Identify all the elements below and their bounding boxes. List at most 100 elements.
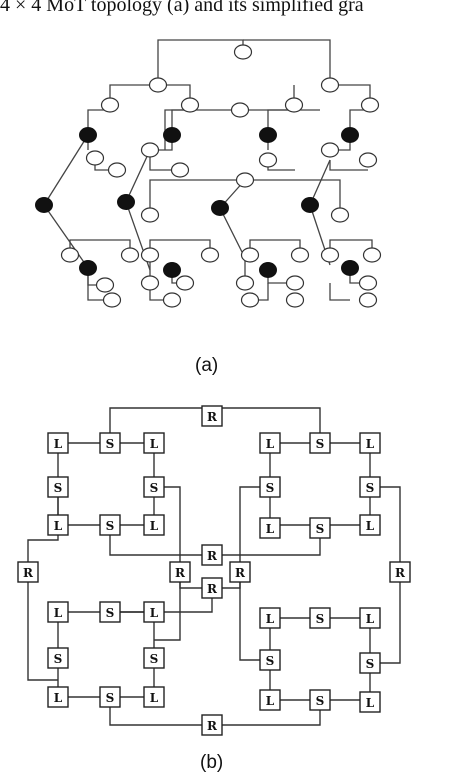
leaf-node-letter: L (150, 519, 159, 533)
switch-node (120, 247, 140, 263)
switch-node (180, 97, 200, 113)
leaf-node-box: L (47, 514, 69, 536)
switch-node (102, 292, 122, 308)
switch-node (140, 275, 160, 291)
leaf-node-letter: L (150, 606, 159, 620)
figure-a-label: (a) (195, 355, 219, 376)
leaf-node-letter: L (266, 437, 275, 451)
leaf-node-letter: L (54, 519, 63, 533)
root-node-box: R (201, 405, 223, 427)
switch-node (320, 77, 340, 93)
switch-node (162, 292, 182, 308)
switch-node-letter: S (106, 519, 115, 533)
leaf-node-letter: L (54, 606, 63, 620)
switch-node (175, 275, 195, 291)
switch-node (240, 247, 260, 263)
switch-node-box: S (359, 652, 381, 674)
leaf-node-box: L (359, 432, 381, 454)
switch-node-box: S (143, 647, 165, 669)
switch-node (60, 247, 80, 263)
leaf-node-letter: L (366, 519, 375, 533)
figure-caption: 4 × 4 MoT topology (a) and its simplifie… (0, 0, 364, 16)
switch-node (148, 77, 168, 93)
leaf-node-box: L (259, 432, 281, 454)
switch-node (290, 247, 310, 263)
switch-node (100, 97, 120, 113)
switch-node-box: S (143, 476, 165, 498)
mot-topology-graph (35, 39, 382, 308)
leaf-node-letter: L (150, 691, 159, 705)
processor-node (259, 127, 277, 143)
root-node-letter: R (235, 566, 246, 580)
switch-node-letter: S (150, 481, 159, 495)
processor-node (35, 197, 53, 213)
switch-node (320, 247, 340, 263)
switch-node-box: S (309, 689, 331, 711)
graph-edges (43, 39, 373, 301)
switch-node-letter: S (316, 694, 325, 708)
leaf-node-box: L (259, 689, 281, 711)
root-node-box: R (17, 561, 39, 583)
leaf-node-letter: L (54, 691, 63, 705)
root-node-box: R (201, 577, 223, 599)
switch-node-box: S (47, 647, 69, 669)
switch-node-letter: S (316, 522, 325, 536)
graph-nodes (35, 44, 382, 308)
switch-node (285, 292, 305, 308)
leaf-node-box: L (359, 514, 381, 536)
switch-node-box: S (309, 607, 331, 629)
switch-node (170, 162, 190, 178)
switch-node (95, 277, 115, 293)
leaf-node-letter: L (366, 437, 375, 451)
root-node-letter: R (207, 410, 218, 424)
switch-node-letter: S (366, 657, 375, 671)
switch-node-box: S (99, 686, 121, 708)
switch-node-letter: S (106, 606, 115, 620)
switch-node-box: S (99, 514, 121, 536)
root-node-box: R (169, 561, 191, 583)
leaf-node-box: L (143, 686, 165, 708)
processor-node (211, 200, 229, 216)
switch-node (107, 162, 127, 178)
switch-node (362, 247, 382, 263)
processor-node (341, 127, 359, 143)
switch-node-box: S (259, 649, 281, 671)
root-node-letter: R (395, 566, 406, 580)
switch-node (235, 275, 255, 291)
leaf-node-letter: L (366, 612, 375, 626)
leaf-node-box: L (47, 686, 69, 708)
switch-node (358, 292, 378, 308)
leaf-node-letter: L (266, 612, 275, 626)
leaf-node-box: L (359, 607, 381, 629)
switch-node-box: S (309, 517, 331, 539)
switch-node-letter: S (266, 654, 275, 668)
switch-node-box: S (309, 432, 331, 454)
root-node-box: R (229, 561, 251, 583)
root-node-letter: R (207, 582, 218, 596)
switch-node-box: S (99, 432, 121, 454)
switch-node (140, 142, 160, 158)
root-node-box: R (389, 561, 411, 583)
switch-node (258, 152, 278, 168)
leaf-node-box: L (259, 607, 281, 629)
switch-node-letter: S (150, 652, 159, 666)
switch-node-letter: S (316, 437, 325, 451)
switch-node-letter: S (106, 691, 115, 705)
root-node-letter: R (207, 549, 218, 563)
root-node-box: R (201, 544, 223, 566)
switch-node-letter: S (316, 612, 325, 626)
switch-node-letter: S (54, 652, 63, 666)
figure-b-label: (b) (200, 752, 224, 773)
root-node-box: R (201, 714, 223, 736)
leaf-node-box: L (359, 691, 381, 713)
processor-node (79, 127, 97, 143)
switch-node (330, 207, 350, 223)
switch-node (240, 292, 260, 308)
switch-node-letter: S (106, 437, 115, 451)
processor-node (301, 197, 319, 213)
leaf-node-letter: L (366, 696, 375, 710)
switch-node (358, 275, 378, 291)
simplified-graph-edges (27, 407, 401, 726)
switch-node (235, 172, 255, 188)
